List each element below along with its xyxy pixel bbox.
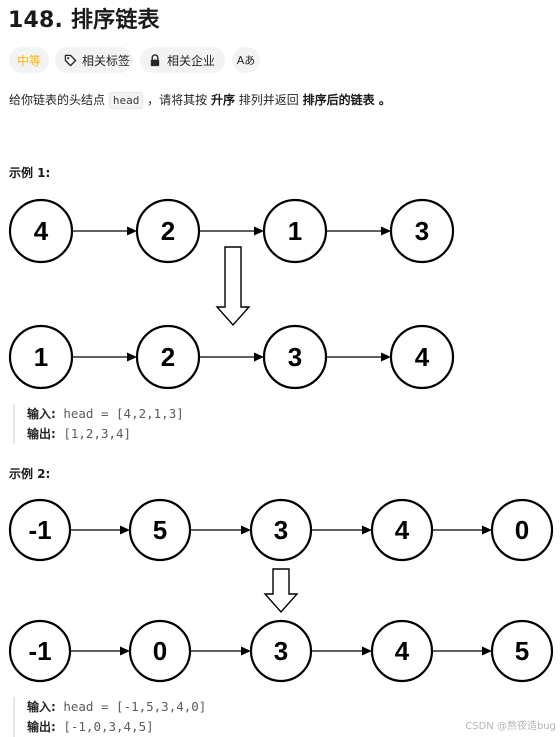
font-size-button[interactable]: Aあ bbox=[232, 47, 260, 73]
inline-code-head: head bbox=[108, 92, 144, 109]
example-2-diagram: -1 5 3 4 0 -1 0 3 4 5 bbox=[8, 498, 554, 683]
list-node-value: 0 bbox=[515, 515, 529, 545]
translate-icon: Aあ bbox=[236, 54, 256, 67]
arrowhead bbox=[362, 646, 372, 656]
list-node-value: 5 bbox=[153, 515, 167, 545]
list-node bbox=[128, 619, 192, 683]
list-node-value: 4 bbox=[415, 342, 430, 372]
list-node bbox=[135, 198, 201, 264]
list-node bbox=[389, 324, 455, 390]
list-node-value: -1 bbox=[28, 515, 51, 545]
input-label: 输入: bbox=[27, 700, 56, 714]
list-node-value: 2 bbox=[161, 342, 175, 372]
input-value: head = [4,2,1,3] bbox=[63, 406, 184, 421]
arrowhead bbox=[120, 525, 130, 535]
list-node-value: 0 bbox=[153, 636, 167, 666]
list-node bbox=[249, 498, 313, 562]
output-value: [1,2,3,4] bbox=[63, 426, 132, 441]
problem-title: 148. 排序链表 bbox=[8, 8, 160, 33]
arrowhead bbox=[482, 646, 492, 656]
sort-down-arrow bbox=[215, 246, 251, 327]
watermark: CSDN @熬夜造bug bbox=[465, 721, 556, 732]
arrowhead bbox=[254, 352, 264, 362]
arrowhead bbox=[241, 525, 251, 535]
list-node-value: 3 bbox=[274, 515, 288, 545]
description-bold: 排序后的链表 bbox=[302, 93, 375, 107]
sort-down-arrow bbox=[263, 568, 299, 614]
arrowhead bbox=[381, 226, 391, 236]
list-node bbox=[8, 198, 74, 264]
list-node-value: 4 bbox=[395, 636, 410, 666]
arrowhead bbox=[120, 646, 130, 656]
list-node bbox=[8, 619, 72, 683]
arrowhead bbox=[241, 646, 251, 656]
list-node-value: 3 bbox=[274, 636, 288, 666]
list-node bbox=[8, 324, 74, 390]
example-2-title: 示例 2: bbox=[9, 467, 51, 481]
related-companies-button[interactable]: 相关企业 bbox=[140, 47, 225, 73]
tag-icon bbox=[63, 53, 77, 67]
difficulty-badge[interactable]: 中等 bbox=[9, 47, 49, 73]
example-2-io: 输入: head = [-1,5,3,4,0] 输出: [-1,0,3,4,5] bbox=[13, 697, 206, 737]
output-value: [-1,0,3,4,5] bbox=[63, 719, 154, 734]
description-bold: 升序 bbox=[210, 93, 235, 107]
arrowhead bbox=[381, 352, 391, 362]
list-node-value: 2 bbox=[161, 216, 175, 246]
list-node bbox=[490, 619, 554, 683]
list-node-value: 1 bbox=[34, 342, 48, 372]
output-label: 输出: bbox=[27, 720, 56, 734]
input-value: head = [-1,5,3,4,0] bbox=[63, 699, 207, 714]
problem-description: 给你链表的头结点 head ，请将其按 升序 排列并返回 排序后的链表 。 bbox=[9, 91, 391, 109]
lock-icon bbox=[148, 53, 162, 67]
list-node bbox=[262, 324, 328, 390]
list-node bbox=[135, 324, 201, 390]
list-node-value: 4 bbox=[34, 216, 49, 246]
related-companies-label: 相关企业 bbox=[167, 53, 216, 68]
list-node bbox=[249, 619, 313, 683]
list-node-value: 4 bbox=[395, 515, 410, 545]
list-node bbox=[128, 498, 192, 562]
related-tags-label: 相关标签 bbox=[82, 53, 131, 68]
arrowhead bbox=[127, 226, 137, 236]
description-text: ，请将其按 bbox=[143, 93, 211, 107]
list-node bbox=[262, 198, 328, 264]
arrowhead bbox=[254, 226, 264, 236]
description-text: 给你链表的头结点 bbox=[9, 93, 109, 107]
arrowhead bbox=[482, 525, 492, 535]
list-node-value: 5 bbox=[515, 636, 529, 666]
description-text: 。 bbox=[374, 93, 391, 107]
example-1-io: 输入: head = [4,2,1,3] 输出: [1,2,3,4] bbox=[13, 404, 184, 444]
list-node-value: 1 bbox=[288, 216, 302, 246]
arrowhead bbox=[362, 525, 372, 535]
difficulty-label: 中等 bbox=[16, 53, 41, 68]
list-node bbox=[490, 498, 554, 562]
list-node-value: 3 bbox=[415, 216, 429, 246]
list-node bbox=[8, 498, 72, 562]
output-label: 输出: bbox=[27, 427, 56, 441]
example-1-title: 示例 1: bbox=[9, 166, 51, 180]
list-node bbox=[370, 619, 434, 683]
list-node-value: -1 bbox=[28, 636, 51, 666]
list-node bbox=[370, 498, 434, 562]
arrowhead bbox=[127, 352, 137, 362]
list-node-value: 3 bbox=[288, 342, 302, 372]
related-tags-button[interactable]: 相关标签 bbox=[55, 47, 133, 73]
example-1-diagram: 4 2 1 3 1 2 3 4 bbox=[8, 198, 455, 390]
input-label: 输入: bbox=[27, 407, 56, 421]
description-text: 排列并返回 bbox=[234, 93, 303, 107]
list-node bbox=[389, 198, 455, 264]
